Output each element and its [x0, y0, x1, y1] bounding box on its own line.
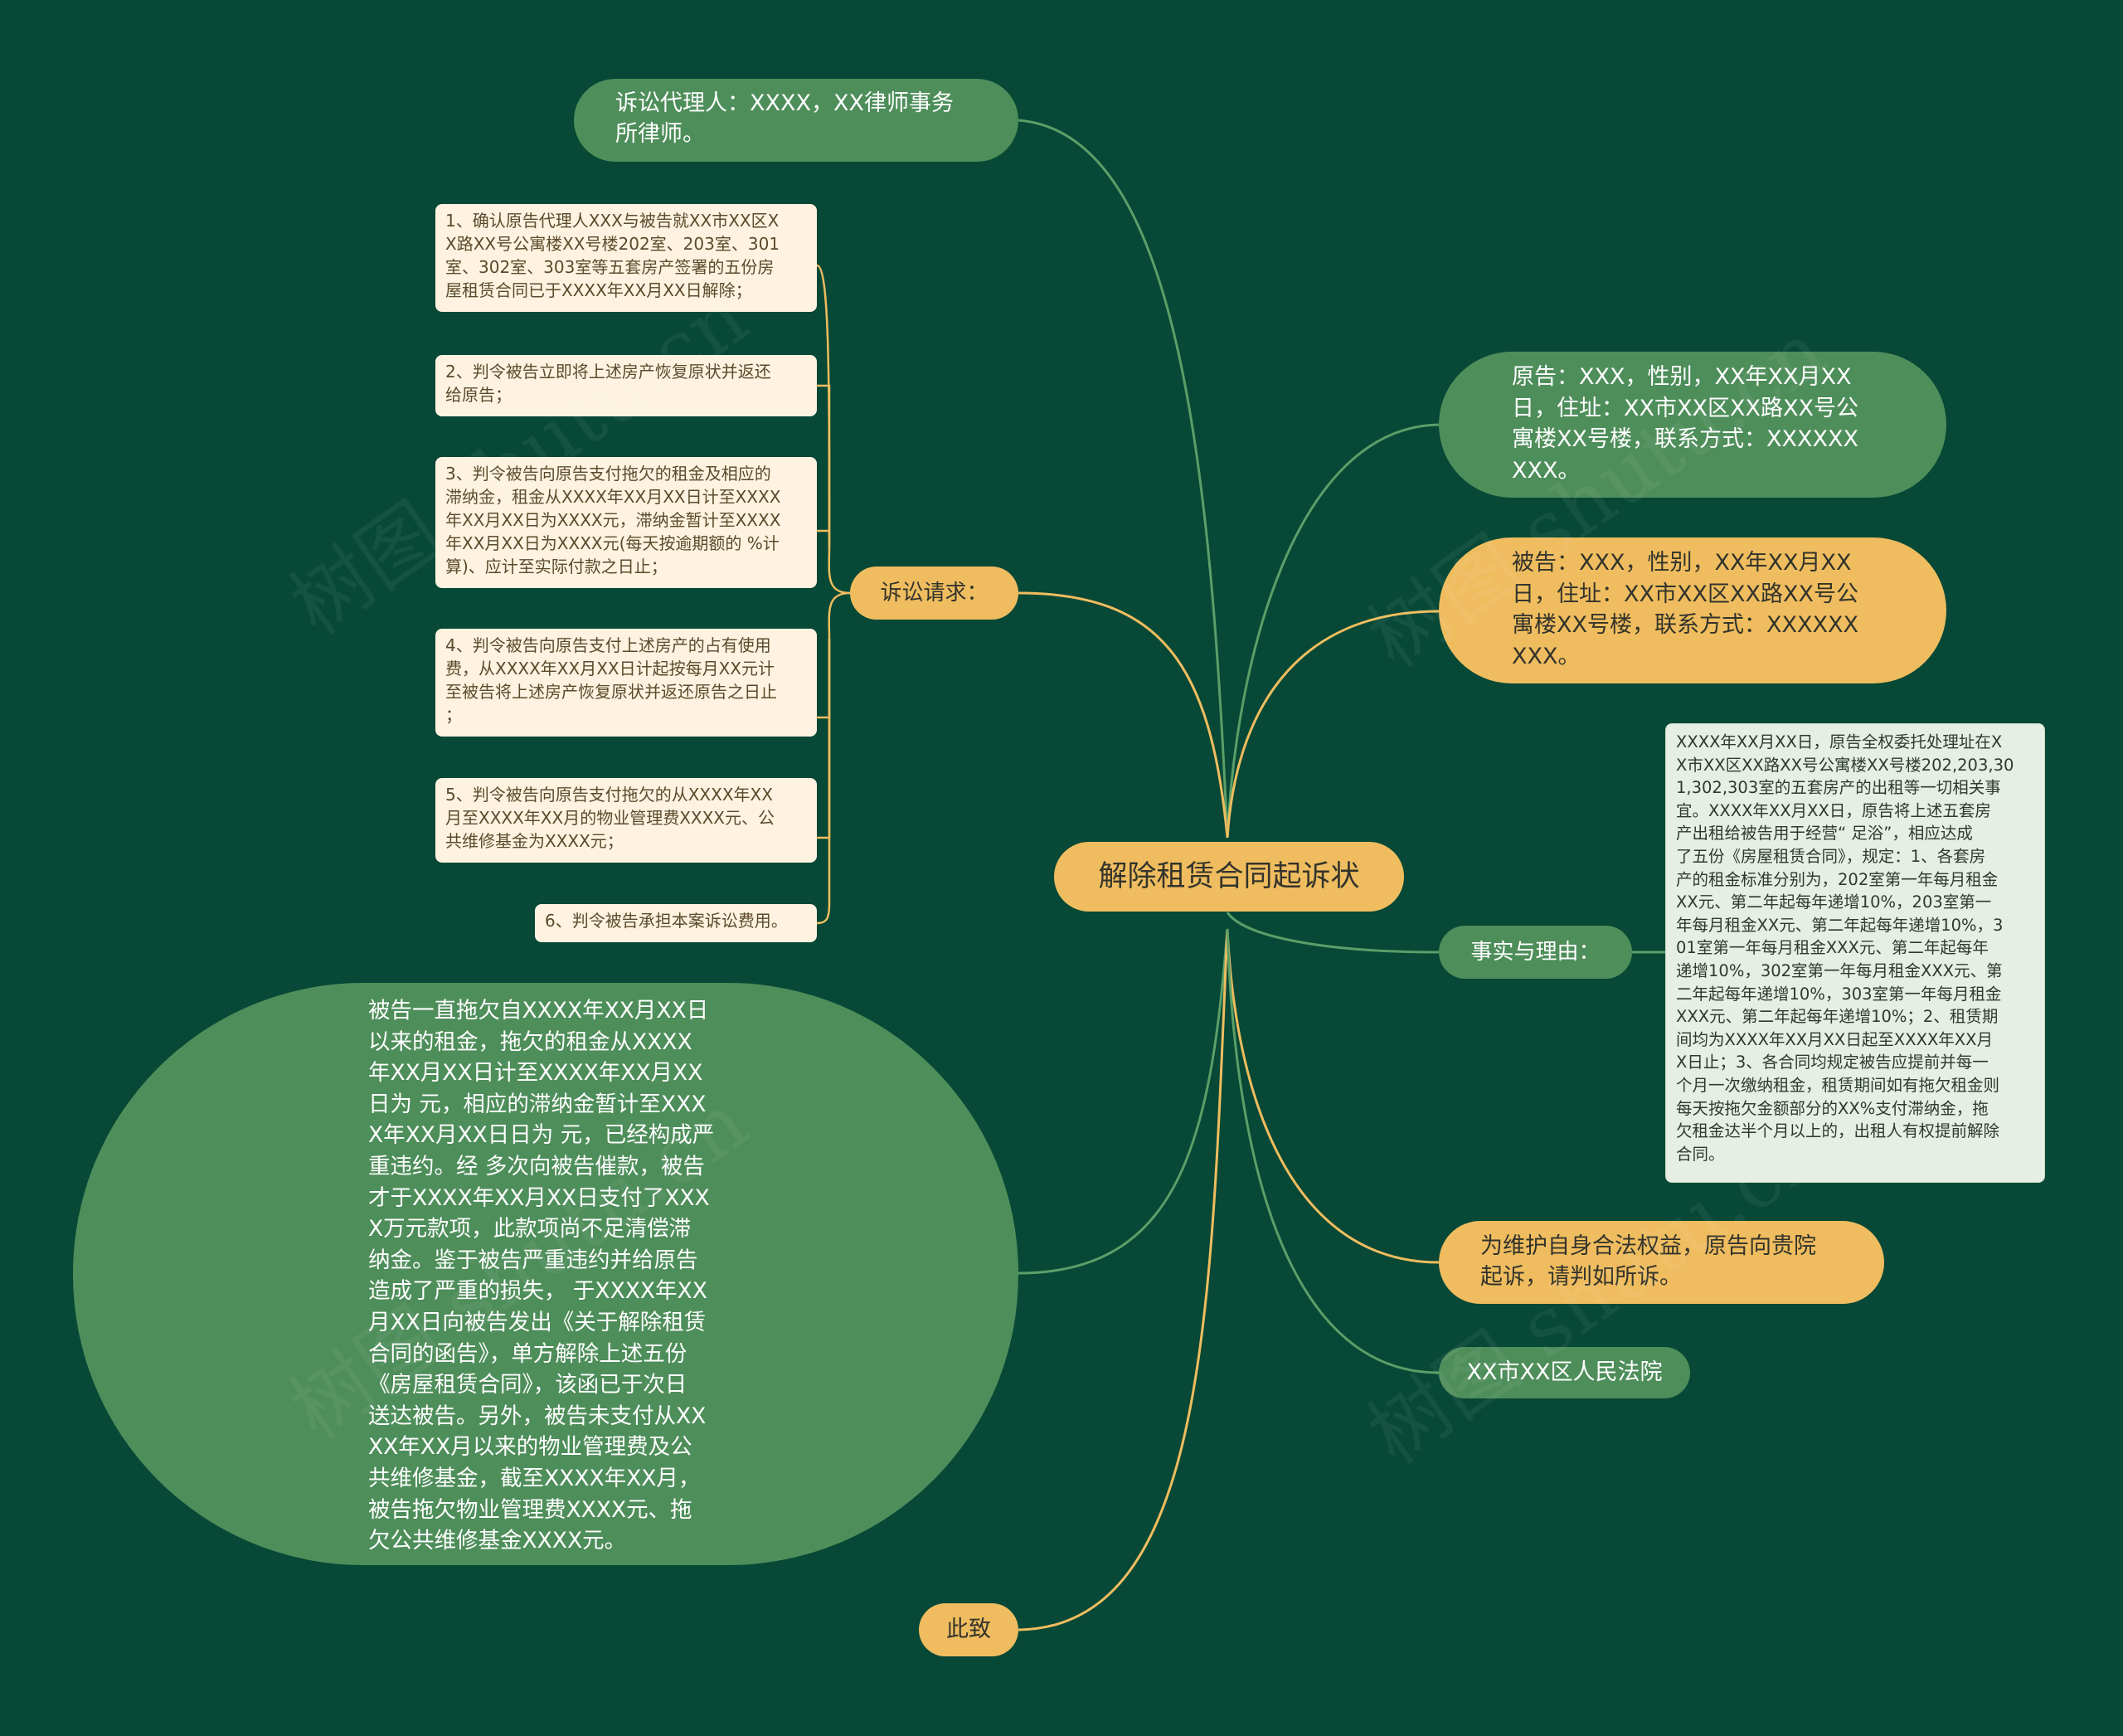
claim-item-5[interactable]: 5、判令被告向原告支付拖欠的从XXXX年XX 月至XXXX年XX月的物业管理费X…: [435, 778, 817, 863]
link-agent: [1018, 119, 1229, 839]
defendant-text: 被告：XXX，性别，XX年XX月XX 日，住址：XX市XX区XX路XX号公 寓楼…: [1512, 550, 1858, 669]
claim-item-5-text: 5、判令被告向原告支付拖欠的从XXXX年XX 月至XXXX年XX月的物业管理费X…: [445, 785, 775, 851]
claim-item-2[interactable]: 2、判令被告立即将上述房产恢复原状并返还 给原告；: [435, 355, 817, 416]
claim-item-4-text: 4、判令被告向原告支付上述房产的占有使用 费，从XXXX年XX月XX日计起按每月…: [445, 635, 777, 725]
link-plaintiff: [1226, 423, 1440, 839]
link-closing: [1018, 928, 1229, 1631]
purpose-node[interactable]: 为维护自身合法权益，原告向贵院 起诉，请判如所诉。: [1439, 1221, 1884, 1304]
link-purpose: [1226, 928, 1440, 1264]
link-claims: [1018, 591, 1229, 839]
central-topic-label: 解除租赁合同起诉状: [1098, 860, 1360, 893]
facts-paragraph-node[interactable]: 被告一直拖欠自XXXX年XX月XX日 以来的租金，拖欠的租金从XXXX 年XX月…: [73, 983, 1018, 1565]
central-topic[interactable]: 解除租赁合同起诉状: [1054, 842, 1404, 912]
claim-item-6[interactable]: 6、判令被告承担本案诉讼费用。: [535, 904, 817, 942]
link-facts-label: [1226, 912, 1440, 954]
facts-label-node[interactable]: 事实与理由：: [1439, 926, 1632, 979]
closing-text: 此致: [946, 1617, 991, 1642]
link-defendant: [1226, 610, 1440, 839]
claims-bracket: [816, 264, 851, 925]
defendant-node[interactable]: 被告：XXX，性别，XX年XX月XX 日，住址：XX市XX区XX路XX号公 寓楼…: [1439, 537, 1946, 683]
plaintiff-text: 原告：XXX，性别，XX年XX月XX 日，住址：XX市XX区XX路XX号公 寓楼…: [1512, 364, 1858, 484]
claims-label-node[interactable]: 诉讼请求：: [850, 567, 1018, 620]
closing-node[interactable]: 此致: [919, 1603, 1018, 1656]
court-node[interactable]: XX市XX区人民法院: [1439, 1347, 1690, 1398]
claim-item-6-text: 6、判令被告承担本案诉讼费用。: [545, 911, 788, 931]
court-text: XX市XX区人民法院: [1466, 1359, 1663, 1385]
claim-item-3[interactable]: 3、判令被告向原告支付拖欠的租金及相应的 滞纳金，租金从XXXX年XX月XX日计…: [435, 457, 817, 588]
claim-item-1[interactable]: 1、确认原告代理人XXX与被告就XX市XX区X X路XX号公寓楼XX号楼202室…: [435, 204, 817, 312]
agent-node[interactable]: 诉讼代理人：XXXX，XX律师事务 所律师。: [574, 79, 1018, 162]
link-court: [1226, 928, 1440, 1374]
facts-label-text: 事实与理由：: [1470, 940, 1601, 965]
facts-paragraph-text: 被告一直拖欠自XXXX年XX月XX日 以来的租金，拖欠的租金从XXXX 年XX月…: [368, 998, 715, 1554]
link-facts-paragraph: [1018, 928, 1229, 1275]
agent-text: 诉讼代理人：XXXX，XX律师事务 所律师。: [615, 90, 954, 147]
facts-detail-text: XXXX年XX月XX日，原告全权委托处理址在X X市XX区XX路XX号公寓楼XX…: [1676, 732, 2014, 1164]
claim-item-4[interactable]: 4、判令被告向原告支付上述房产的占有使用 费，从XXXX年XX月XX日计起按每月…: [435, 629, 817, 737]
claim-item-3-text: 3、判令被告向原告支付拖欠的租金及相应的 滞纳金，租金从XXXX年XX月XX日计…: [445, 464, 781, 576]
facts-detail-box[interactable]: XXXX年XX月XX日，原告全权委托处理址在X X市XX区XX路XX号公寓楼XX…: [1665, 723, 2045, 1183]
claim-item-2-text: 2、判令被告立即将上述房产恢复原状并返还 给原告；: [445, 362, 771, 405]
purpose-text: 为维护自身合法权益，原告向贵院 起诉，请判如所诉。: [1480, 1233, 1816, 1290]
claims-label-text: 诉讼请求：: [880, 581, 989, 605]
claim-item-1-text: 1、确认原告代理人XXX与被告就XX市XX区X X路XX号公寓楼XX号楼202室…: [445, 211, 780, 300]
plaintiff-node[interactable]: 原告：XXX，性别，XX年XX月XX 日，住址：XX市XX区XX路XX号公 寓楼…: [1439, 352, 1946, 498]
